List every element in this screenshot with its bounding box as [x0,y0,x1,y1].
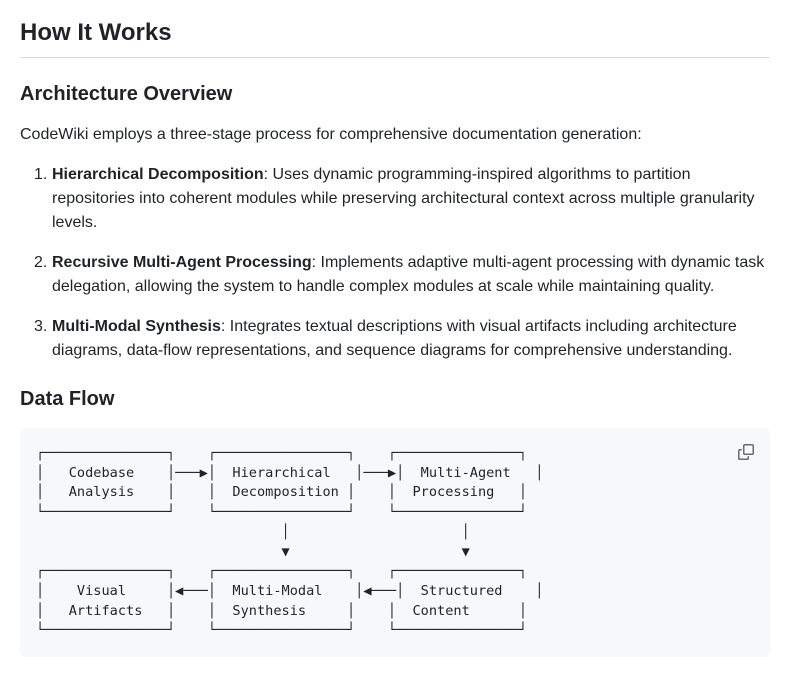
list-item-number: 3. [34,318,48,335]
list-item: 2. Recursive Multi-Agent Processing: Imp… [20,251,770,299]
data-flow-code-block: ┌───────────────┐ ┌────────────────┐ ┌──… [20,428,770,658]
list-item-number: 1. [34,166,48,183]
process-steps-list: 1. Hierarchical Decomposition: Uses dyna… [20,163,770,363]
list-item: 1. Hierarchical Decomposition: Uses dyna… [20,163,770,235]
list-item-term: Recursive Multi-Agent Processing [52,254,312,271]
list-item: 3. Multi-Modal Synthesis: Integrates tex… [20,315,770,363]
ascii-data-flow-diagram: ┌───────────────┐ ┌────────────────┐ ┌──… [36,445,544,639]
architecture-overview-heading: Architecture Overview [20,83,233,105]
page-title: How It Works [20,18,770,58]
list-item-term: Multi-Modal Synthesis [52,318,221,335]
list-item-description: : Uses dynamic programming-inspired algo… [52,166,755,231]
list-item-description: : Integrates textual descriptions with v… [52,318,737,359]
list-item-term: Hierarchical Decomposition [52,166,264,183]
list-item-description: : Implements adaptive multi-agent proces… [52,254,765,295]
copy-icon [738,444,754,460]
list-item-number: 2. [34,254,48,271]
copy-button[interactable] [732,438,760,466]
data-flow-heading: Data Flow [20,388,115,410]
document-body: How It Works Architecture Overview CodeW… [20,18,770,658]
architecture-intro-paragraph: CodeWiki employs a three-stage process f… [20,126,642,143]
